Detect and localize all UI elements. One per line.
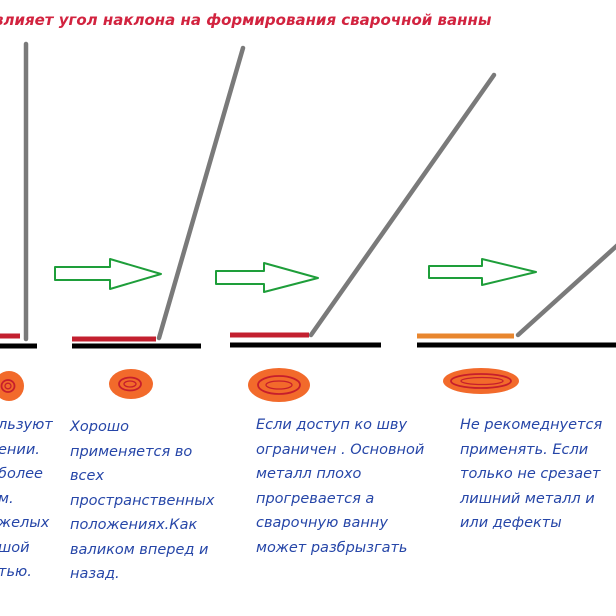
caption-line: или дефекты: [460, 515, 562, 531]
panel-4: [417, 243, 616, 394]
panel-1: [0, 41, 37, 401]
arrow-right-icon: [215, 262, 319, 293]
caption-line: применяется во: [70, 443, 193, 460]
electrode-4: [515, 243, 616, 338]
caption-line: ограничен . Основной: [256, 441, 425, 458]
caption-line: тью.: [0, 564, 32, 580]
caption-line: положениях.Как: [70, 517, 198, 533]
caption-panel-2: Хорошо применяется во всех пространствен…: [70, 415, 214, 587]
caption-panel-4: Не рекомеднуется применять. Если только …: [460, 413, 602, 536]
caption-line: Не рекомеднуется: [460, 417, 603, 433]
weld-pool-1: [0, 371, 24, 401]
caption-line: только не срезает: [460, 466, 601, 482]
panel-3: [230, 72, 497, 402]
caption-line: назад.: [70, 566, 120, 582]
weld-pool-2: [109, 369, 153, 399]
panel-2: [72, 45, 246, 399]
weld-pool-3: [248, 368, 310, 402]
caption-line: лишний металл и: [460, 490, 595, 507]
caption-line: сварочную ванну: [256, 515, 388, 531]
caption-line: может разбрызгать: [256, 539, 408, 556]
electrode-3: [308, 72, 497, 338]
diagram-title: влияет угол наклона на формирования свар…: [0, 11, 492, 29]
caption-line: всех: [70, 468, 105, 484]
arrow-right-icon: [428, 258, 537, 286]
caption-line: применять. Если: [460, 441, 589, 458]
caption-line: металл плохо: [256, 466, 362, 482]
weld-pool-4: [443, 368, 519, 394]
caption-line: прогревается а: [256, 490, 375, 507]
caption-line: пространственных: [70, 492, 215, 509]
caption-line: более: [0, 466, 43, 482]
electrode-2: [156, 45, 246, 341]
caption-panel-3: Если доступ ко шву ограничен . Основной …: [256, 413, 424, 560]
caption-line: Хорошо: [70, 419, 130, 435]
caption-line: м.: [0, 490, 14, 507]
caption-line: льзуют: [0, 417, 53, 433]
caption-line: Если доступ ко шву: [256, 417, 408, 433]
arrow-right-icon: [54, 258, 162, 290]
caption-line: ении.: [0, 441, 40, 458]
caption-line: валиком вперед и: [70, 541, 209, 558]
caption-panel-1: льзуют ении. более м. желых шой тью.: [0, 413, 53, 585]
caption-line: желых: [0, 515, 50, 531]
caption-line: шой: [0, 539, 30, 556]
